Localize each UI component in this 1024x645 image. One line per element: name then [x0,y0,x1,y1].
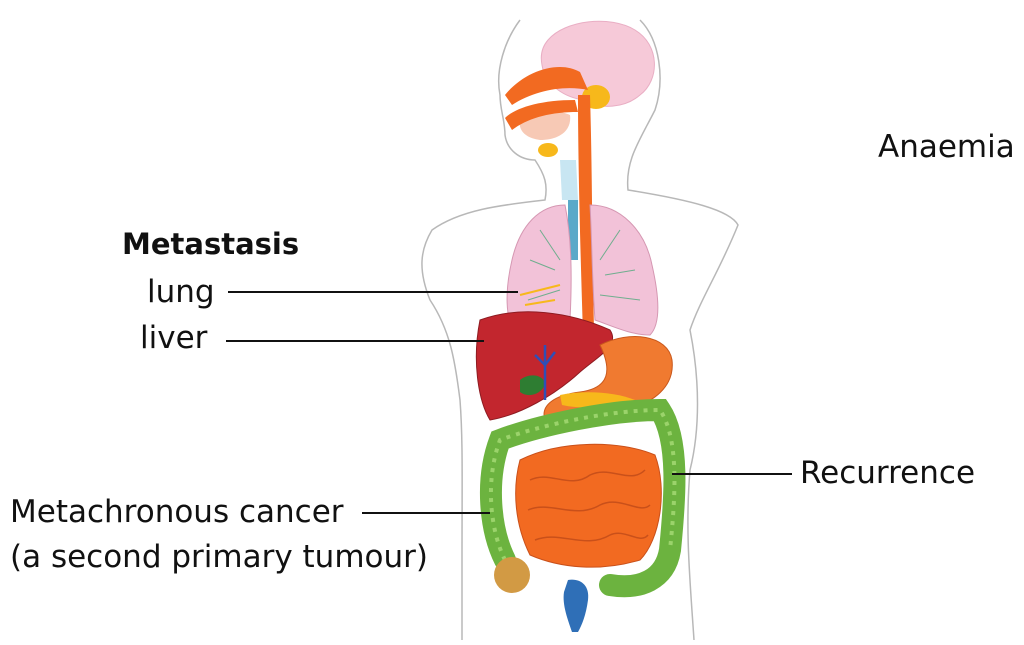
rectum [563,579,589,632]
caecum [494,557,530,593]
metachronous-label-line2: (a second primary tumour) [10,539,428,575]
lung-leader-line [228,291,518,293]
small-intestine [515,443,662,568]
recurrence-leader-line [672,473,792,475]
esophagus [578,95,600,355]
anaemia-label: Anaemia [878,129,1015,165]
bile-duct [534,345,556,400]
gallbladder [520,375,545,396]
lung-label: lung [147,274,215,310]
metastasis-heading: Metastasis [122,227,300,261]
left-lung [589,204,659,336]
lung-vessels-yellow [519,284,561,306]
pharynx [505,66,588,105]
metachronous-label-line1: Metachronous cancer [10,494,344,530]
mouth [505,100,578,130]
liver-label: liver [140,320,208,356]
liver-leader-line [226,340,484,342]
trachea [560,160,578,200]
body-outline [421,19,739,641]
sublingual-gland [538,143,558,157]
metachronous-leader-line [362,512,490,514]
bronchus [568,200,578,260]
recurrence-label: Recurrence [800,455,976,491]
intestine-folds [527,469,651,542]
lung-vessels [527,229,641,301]
